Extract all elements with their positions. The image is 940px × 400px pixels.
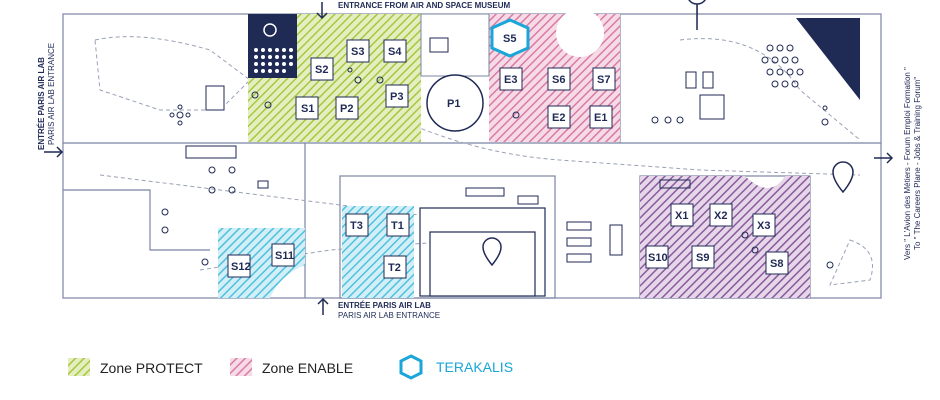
- exit-right-en: To " The Careers Plane - Jobs & Training…: [913, 77, 922, 250]
- stand-e1: E1: [594, 112, 607, 124]
- stand-p1-area: [420, 13, 490, 132]
- stand-p3: P3: [390, 91, 403, 103]
- stand-e2: E2: [552, 112, 565, 124]
- legend: Zone PROTECT Zone ENABLE TERAKALIS: [68, 354, 513, 380]
- stand-s3: S3: [351, 46, 364, 58]
- seating-clusters: [161, 67, 834, 269]
- stand-x2: X2: [714, 210, 727, 222]
- exit-right-fr: Vers " L'Avion des Métiers - Forum Emplo…: [903, 67, 912, 260]
- stand-s8: S8: [770, 258, 783, 270]
- stand-s4: S4: [388, 46, 402, 58]
- stand-s11: S11: [275, 250, 294, 262]
- stand-s5: S5: [503, 33, 516, 45]
- stand-p1: P1: [447, 98, 460, 110]
- stand-s2: S2: [315, 64, 328, 76]
- navy-block-left: [248, 14, 297, 78]
- entrance-bottom-fr: ENTRÉE PARIS AIR LAB: [338, 301, 431, 310]
- stand-s9: S9: [696, 252, 709, 264]
- stand-s10: S10: [648, 252, 668, 264]
- legend-enable: Zone ENABLE: [262, 360, 353, 376]
- navy-block-right: [796, 18, 860, 100]
- hexagon-icon: [399, 354, 423, 380]
- stand-s1: S1: [301, 103, 314, 115]
- legend-protect: Zone PROTECT: [100, 360, 203, 376]
- stand-p2: P2: [340, 103, 353, 115]
- stand-s7: S7: [597, 74, 610, 86]
- stand-e3: E3: [504, 74, 517, 86]
- entrance-left-fr: ENTRÉE PARIS AIR LAB: [37, 57, 46, 150]
- pink-void: [556, 9, 604, 57]
- stand-x1: X1: [675, 210, 688, 222]
- arrow-icon: [44, 2, 894, 315]
- furniture-rows: [185, 37, 714, 263]
- entrance-bottom-en: PARIS AIR LAB ENTRANCE: [338, 311, 440, 320]
- stand-labels: S1 S2 S3 S4 P2 P3 P1 S5 E3 S6 S7 E2 E1 T…: [231, 33, 783, 274]
- table-cluster-icon: [761, 44, 804, 88]
- stand-t1: T1: [391, 220, 404, 232]
- map-pin-icon: [482, 0, 854, 267]
- legend-terakalis: TERAKALIS: [436, 359, 513, 375]
- hexagon-icon: [490, 18, 530, 58]
- stand-boxes: [205, 39, 789, 279]
- entrance-top-label: ENTRANCE FROM AIR AND SPACE MUSEUM: [338, 1, 510, 10]
- stand-x3: X3: [757, 220, 770, 232]
- entrance-left-en: PARIS AIR LAB ENTRANCE: [47, 43, 56, 145]
- stand-s12: S12: [231, 261, 251, 273]
- legend-swatch-protect: [68, 358, 90, 376]
- stand-t2: T2: [388, 262, 401, 274]
- stand-t3: T3: [350, 220, 363, 232]
- stand-s6: S6: [552, 74, 565, 86]
- central-stage: [419, 207, 546, 297]
- legend-swatch-enable: [230, 358, 252, 376]
- table-cluster-icon: [254, 23, 293, 73]
- zone-enable-violet: [640, 176, 810, 298]
